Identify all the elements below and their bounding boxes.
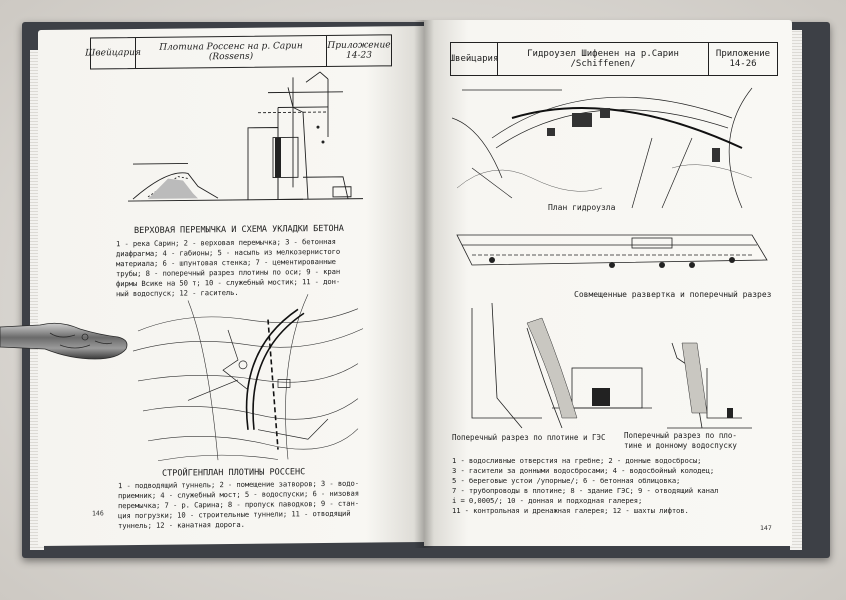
page-number-right: 147 xyxy=(760,524,772,532)
cross-section-drawing xyxy=(471,302,752,429)
header-appendix: Приложение 14-23 xyxy=(327,35,391,66)
header-country-right: Швейцария xyxy=(450,43,498,75)
metal-clip xyxy=(0,322,128,360)
caption-site-plan: СТРОЙГЕНПЛАН ПЛОТИНЫ РОССЕНС xyxy=(162,467,306,479)
right-page-header: Швейцария Гидроузел Шифенен на р.Сарин /… xyxy=(450,42,778,76)
development-drawing xyxy=(456,234,768,268)
header-title-right-line1: Гидроузел Шифенен на р.Сарин xyxy=(527,49,679,59)
page-edges-right xyxy=(790,30,802,550)
caption-cofferdam: ВЕРХОВАЯ ПЕРЕМЫЧКА И СХЕМА УКЛАДКИ БЕТОН… xyxy=(134,223,344,237)
legend-site-plan: 1 - подводящий туннель; 2 - помещение за… xyxy=(118,478,359,531)
legend-hydro: 1 - водосливные отверстия на гребне; 2 -… xyxy=(452,456,719,515)
left-page-header: Швейцария Плотина Россенс на р. Сарин (R… xyxy=(85,34,392,70)
header-country: Швейцария xyxy=(85,37,141,69)
caption-dam-section: Поперечный разрез по плотине и ГЭС xyxy=(452,433,606,442)
header-appendix-right-number: 14-26 xyxy=(729,59,757,69)
site-plan-drawing xyxy=(132,294,364,462)
caption-section: Совмещенные развертка и поперечный разре… xyxy=(574,290,772,299)
caption-plan: План гидроузла xyxy=(548,203,616,212)
cofferdam-drawing xyxy=(128,71,363,202)
right-page: Швейцария Гидроузел Шифенен на р.Сарин /… xyxy=(424,20,792,546)
header-appendix-label: Приложение xyxy=(327,40,391,51)
header-appendix-right: Приложение 14-26 xyxy=(709,43,777,75)
header-title-right: Гидроузел Шифенен на р.Сарин /Schiffenen… xyxy=(498,43,709,75)
header-title-right-line2: /Schiffenen/ xyxy=(570,59,636,69)
page-number-left: 146 xyxy=(92,509,104,518)
book-spine-shadow xyxy=(414,20,434,548)
header-title: Плотина Россенс на р. Сарин (Rossens) xyxy=(136,35,327,68)
header-title-line2: (Rossens) xyxy=(208,51,254,63)
header-appendix-right-label: Приложение xyxy=(715,49,771,59)
header-appendix-number: 14-23 xyxy=(346,50,372,61)
left-page: Швейцария Плотина Россенс на р. Сарин (R… xyxy=(38,25,424,547)
caption-outlet-section: Поперечный разрез по пло- тине и донному… xyxy=(624,431,737,450)
hydro-plan-drawing xyxy=(452,87,753,209)
